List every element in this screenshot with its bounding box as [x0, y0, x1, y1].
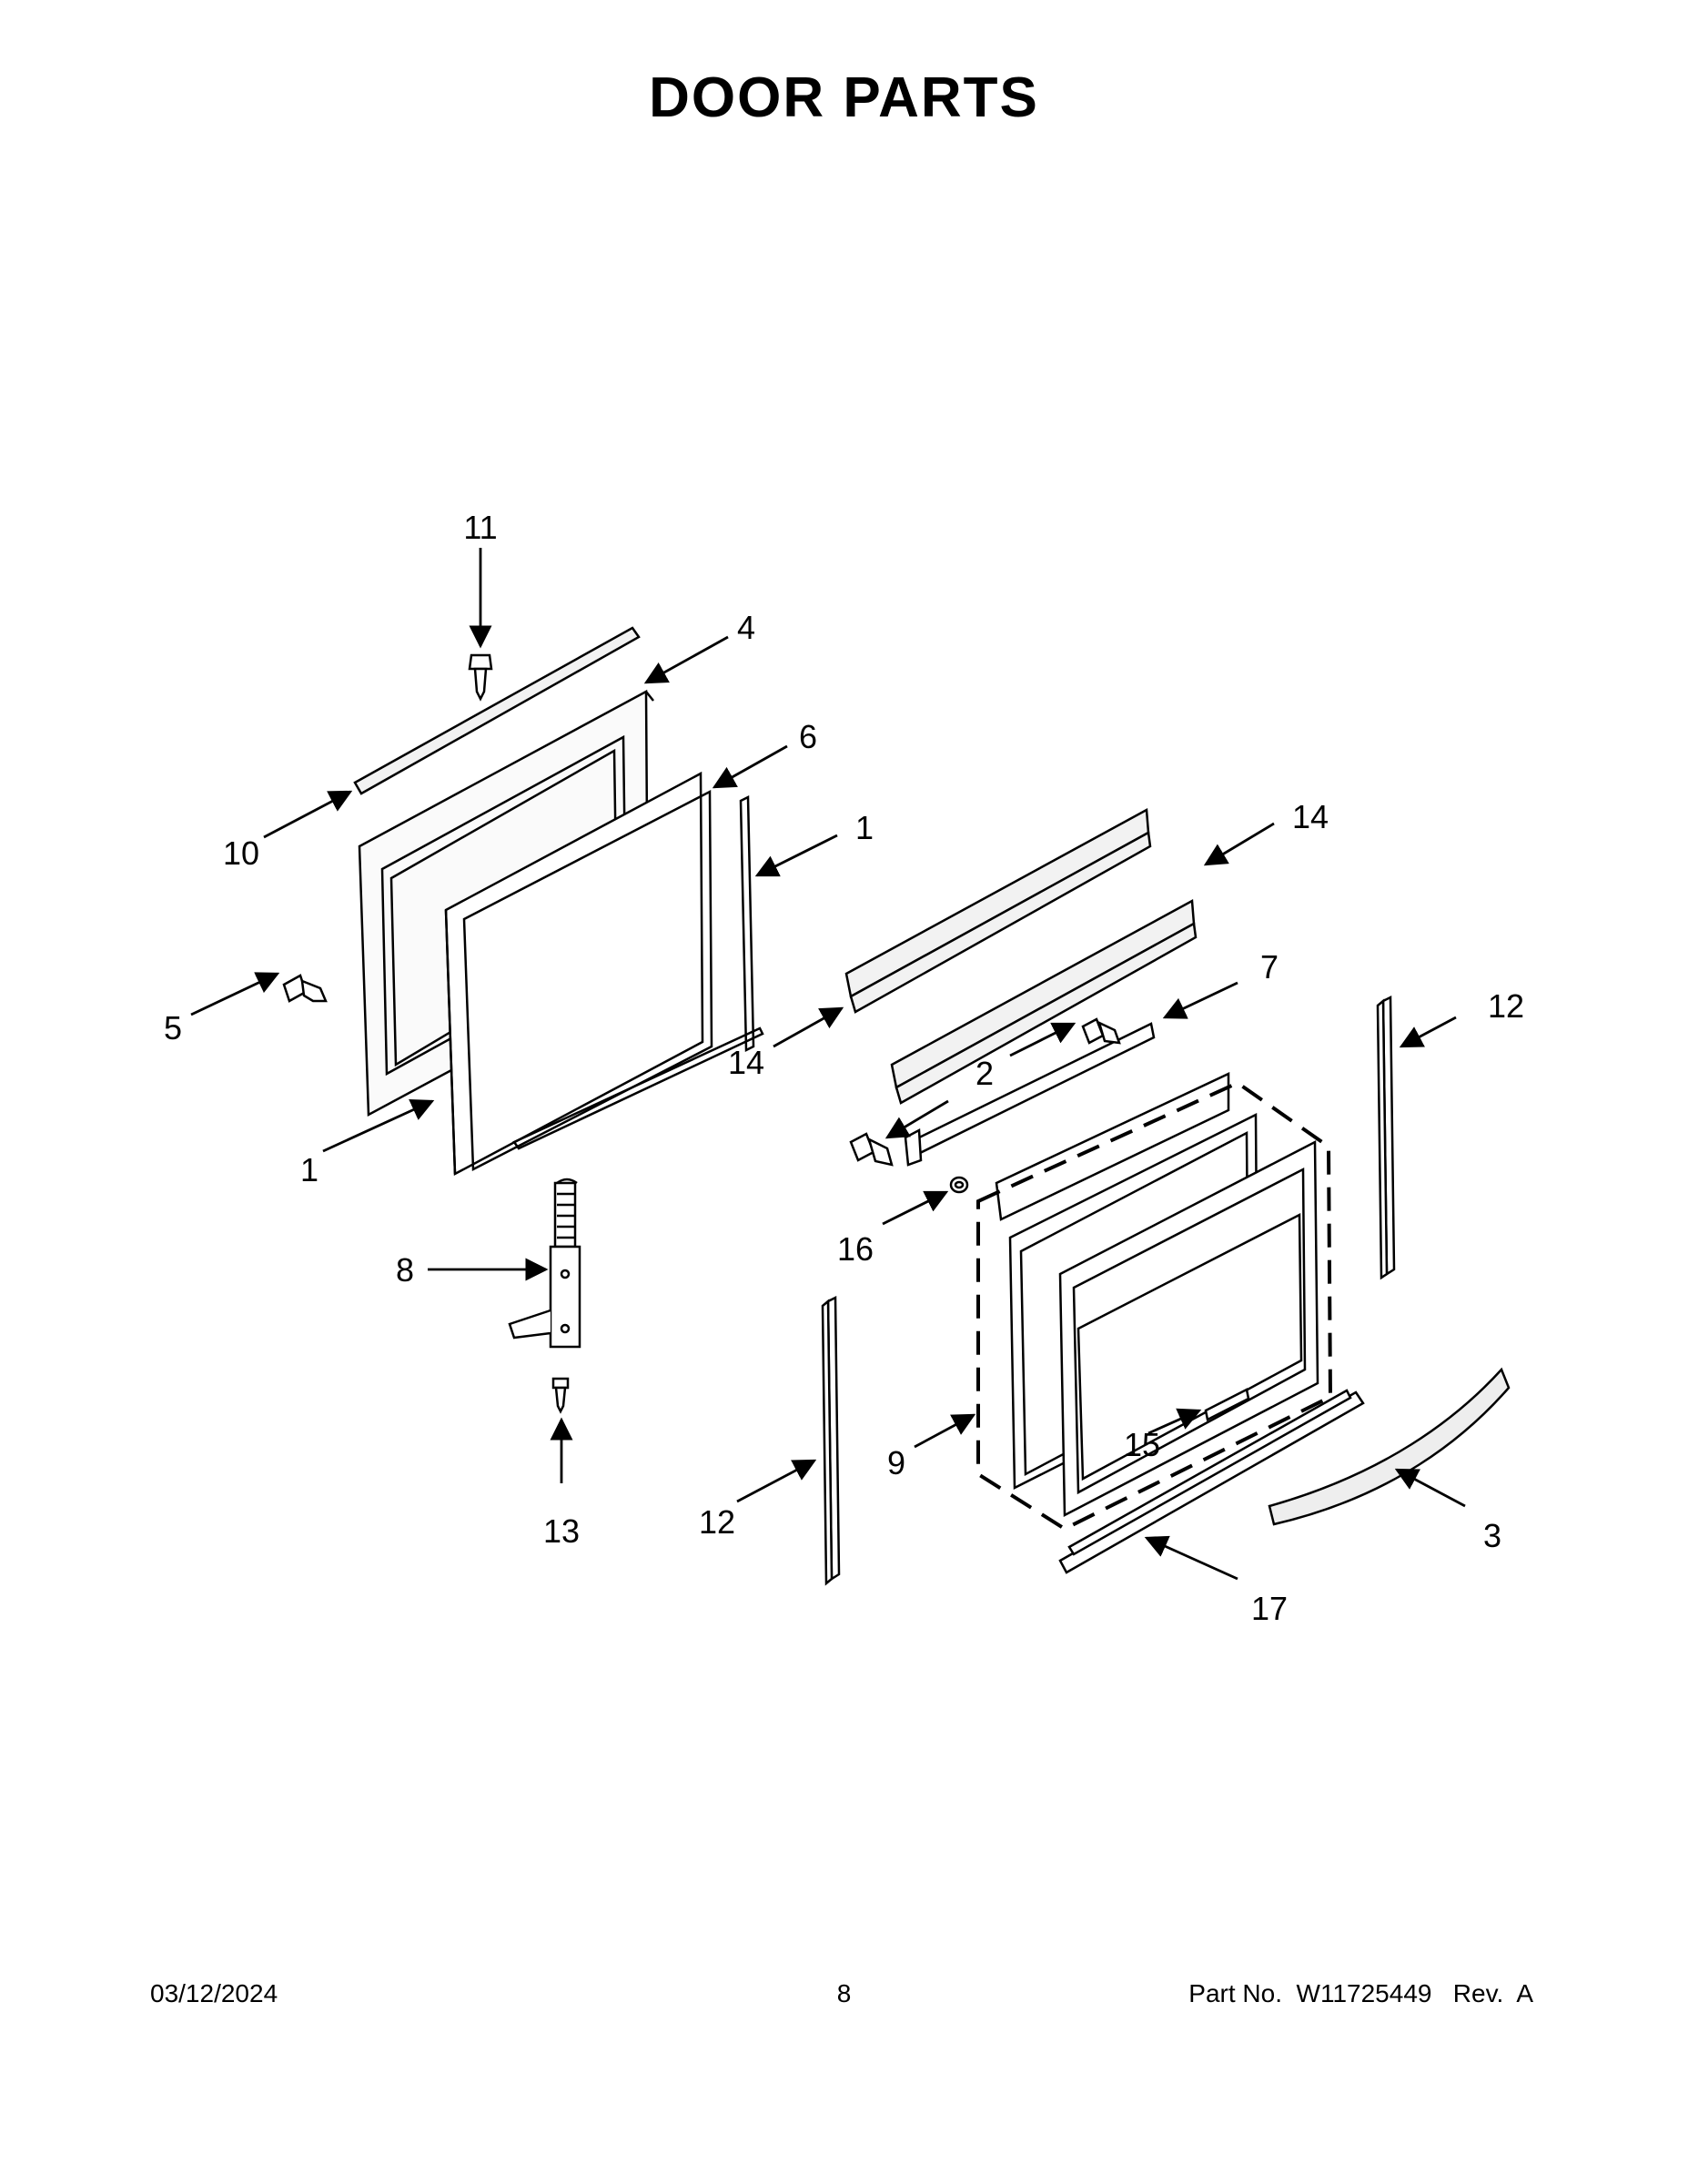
side-trim-right-part-12 [1376, 995, 1396, 1280]
inner-glass-panel [444, 771, 713, 1177]
callout-14-right: 14 [1292, 798, 1329, 835]
arrow-2-right [1009, 1022, 1076, 1057]
arrow-12-left [736, 1459, 817, 1503]
footer-part-number: Part No. W11725449 Rev. A [1188, 1979, 1533, 2007]
callout-9: 9 [887, 1444, 905, 1481]
screw-part-13 [551, 1377, 570, 1414]
footer-page-number: 8 [836, 1979, 852, 2007]
arrow-6 [712, 744, 788, 789]
arrow-1-left [322, 1098, 435, 1153]
arrow-4 [643, 635, 729, 684]
screw-part-5 [282, 974, 328, 1003]
outer-door-panel-part-9 [1058, 1139, 1319, 1518]
arrow-7 [1162, 981, 1238, 1019]
arrow-9 [914, 1413, 976, 1449]
washer-part-16 [949, 1176, 969, 1194]
screw-part-11 [468, 653, 493, 702]
top-trim-part-2 [904, 1022, 1156, 1167]
callout-4: 4 [737, 609, 755, 646]
callout-labels: 11 4 6 1 10 5 1 14 14 7 2 12 16 8 13 12 … [164, 509, 1524, 1627]
screw-part-2 [849, 1132, 894, 1167]
screw-part-7 [1081, 1017, 1121, 1045]
footer-date: 03/12/2024 [150, 1979, 278, 2007]
arrow-3 [1394, 1468, 1466, 1508]
callout-1-left: 1 [300, 1151, 318, 1188]
callout-12-left: 12 [699, 1503, 735, 1541]
arrow-14-right [1203, 822, 1275, 866]
side-trim-left-part-12 [821, 1295, 841, 1586]
callout-2: 2 [975, 1055, 994, 1092]
arrow-1-right [754, 834, 838, 877]
door-brackets-14 [844, 807, 1198, 1105]
door-gasket-strips [512, 794, 764, 1150]
callout-5: 5 [164, 1009, 182, 1046]
vent-bar-part-17 [1058, 1389, 1365, 1574]
arrow-17 [1144, 1535, 1238, 1581]
callout-15: 15 [1124, 1426, 1160, 1463]
callout-16: 16 [837, 1230, 874, 1268]
hinge-part-8 [508, 1178, 581, 1349]
callout-6: 6 [799, 718, 817, 755]
arrow-5 [190, 972, 280, 1016]
arrow-16 [882, 1190, 949, 1226]
arrow-15 [1147, 1408, 1202, 1435]
page-title: DOOR PARTS [649, 66, 1039, 129]
callout-14-left: 14 [728, 1044, 764, 1081]
callout-10: 10 [223, 834, 259, 872]
door-handle-part-3 [1268, 1367, 1511, 1526]
callout-8: 8 [396, 1251, 414, 1289]
callout-17: 17 [1251, 1590, 1288, 1627]
callout-11: 11 [463, 509, 497, 546]
arrow-2-left [884, 1099, 949, 1139]
arrow-12-right [1399, 1016, 1457, 1048]
arrow-10 [263, 790, 353, 839]
callout-7: 7 [1260, 948, 1279, 986]
arrow-14-left [773, 1006, 844, 1048]
callout-1-right: 1 [855, 809, 874, 846]
callout-12-right: 12 [1488, 987, 1524, 1025]
leader-arrows [190, 548, 1466, 1581]
callout-13: 13 [543, 1512, 580, 1550]
callout-3: 3 [1483, 1517, 1501, 1554]
